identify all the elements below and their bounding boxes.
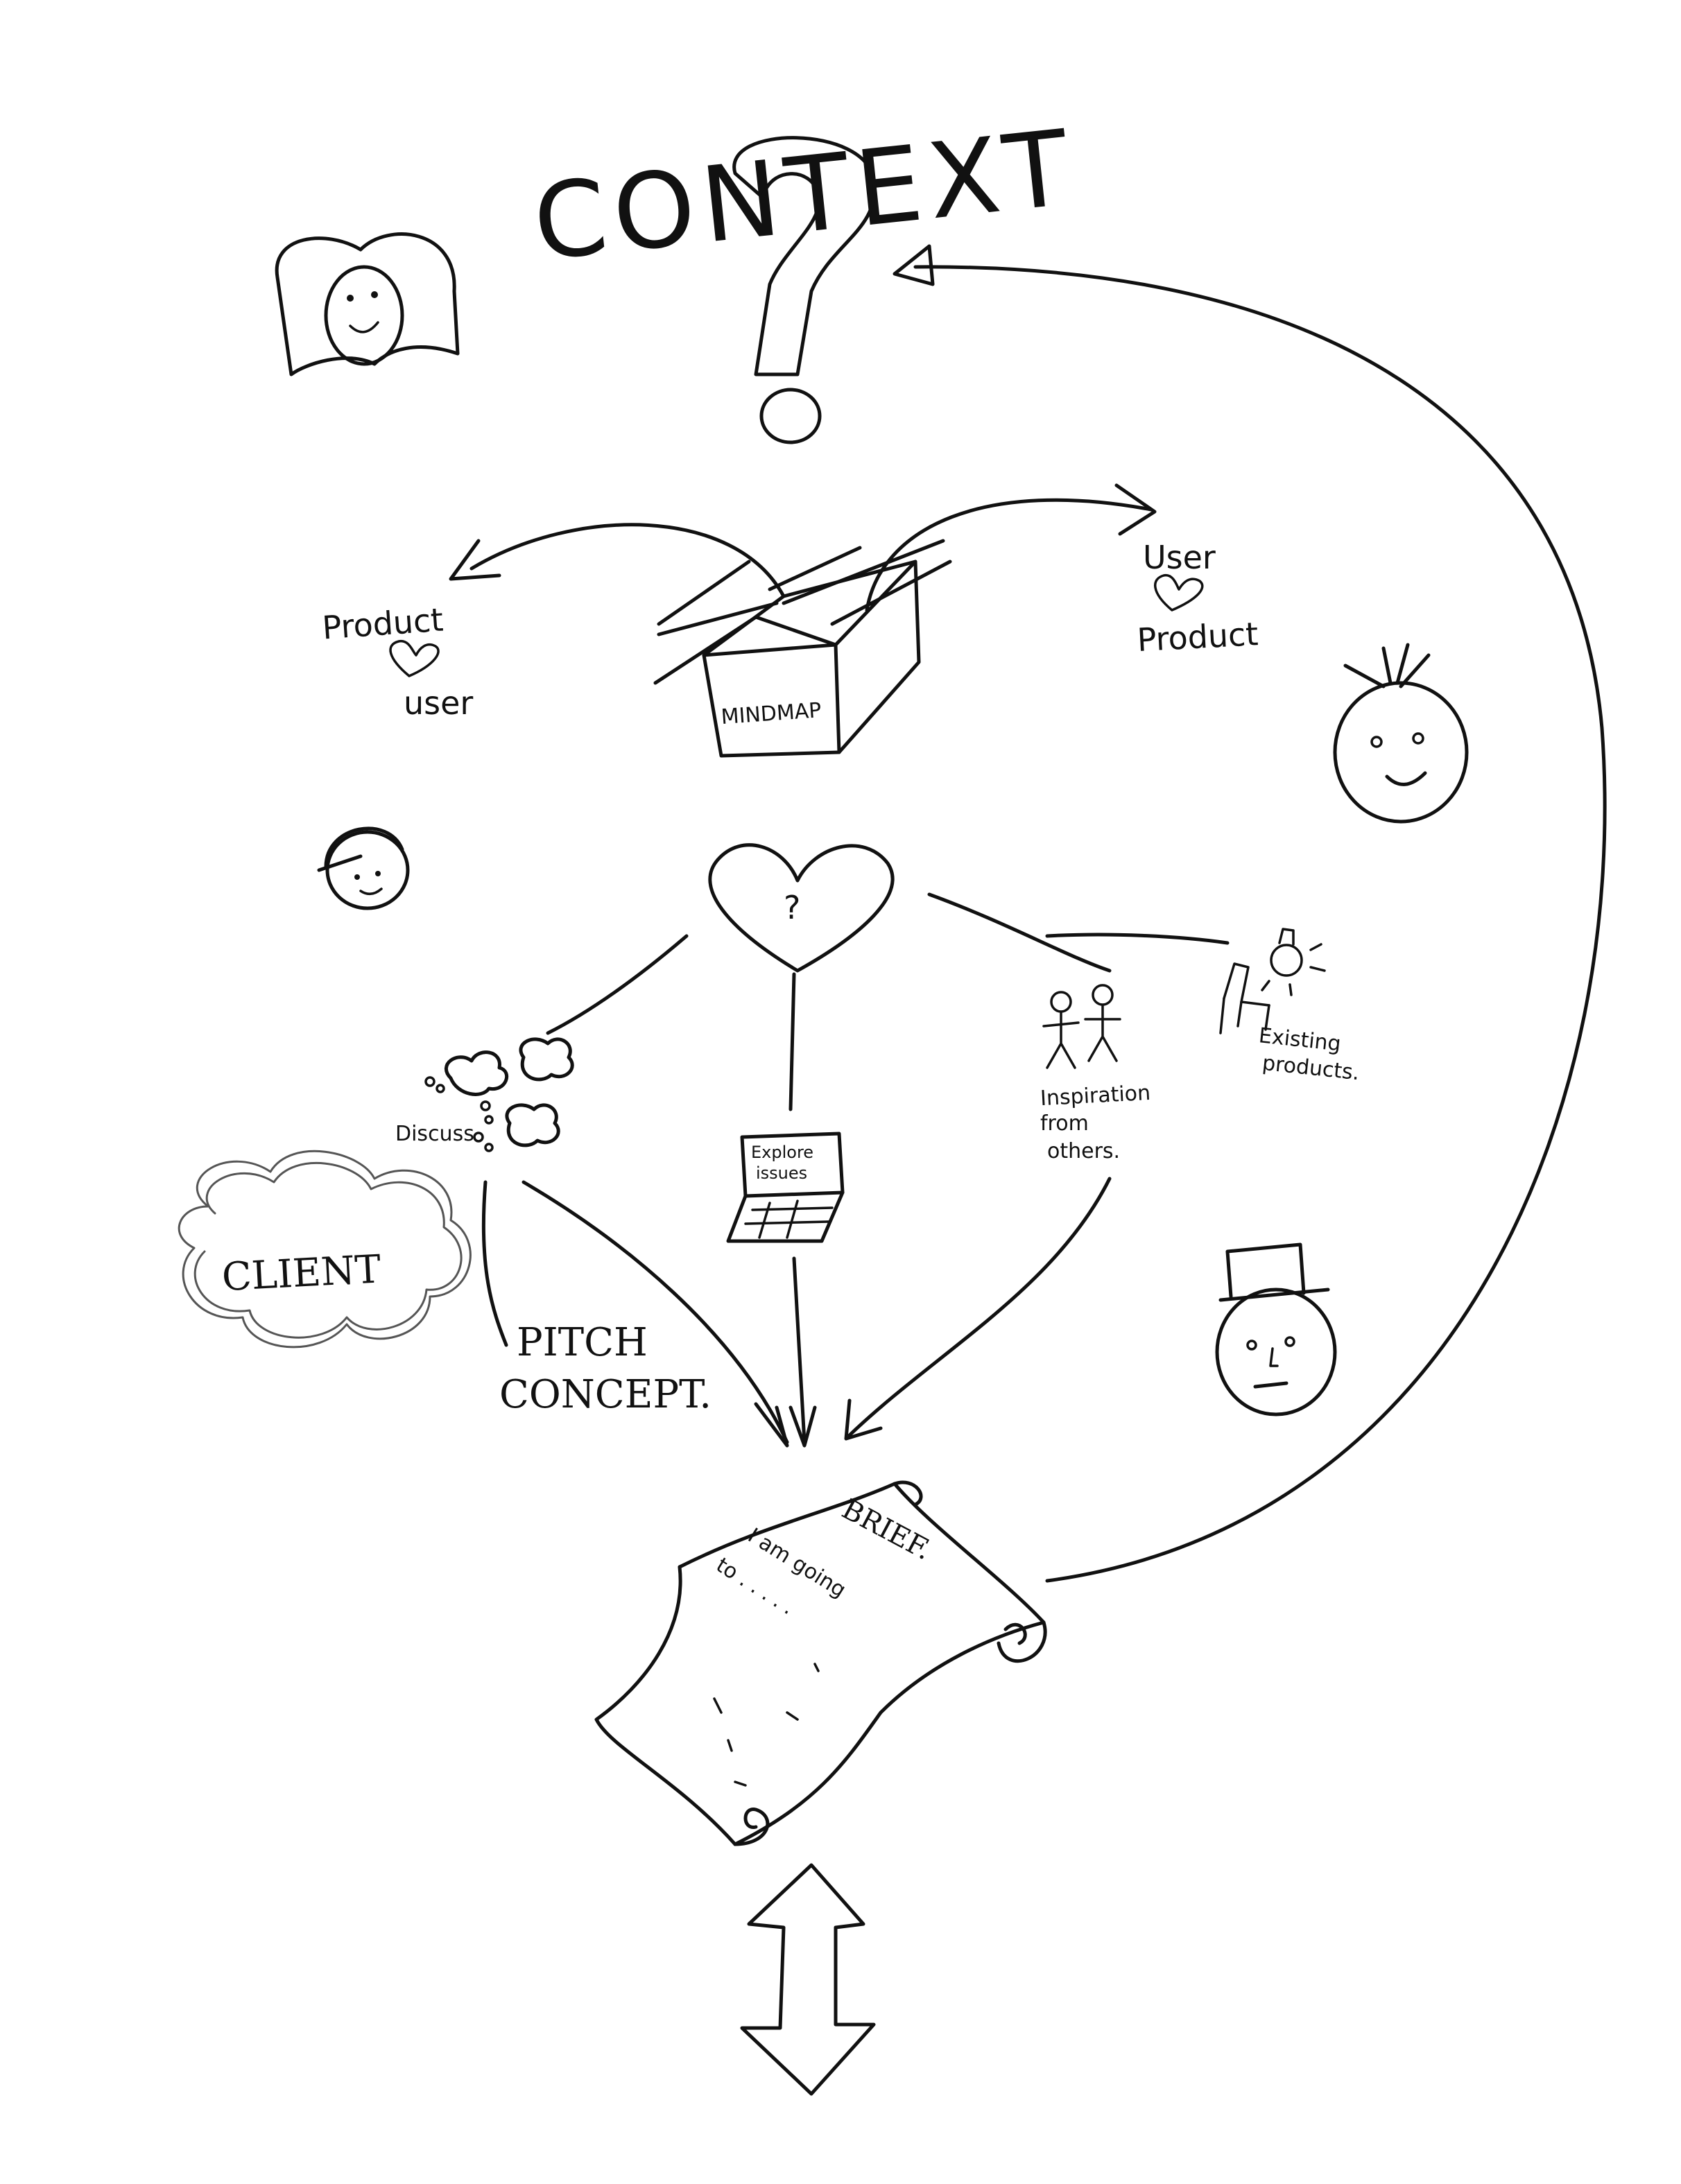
inspiration-label-line3: others.	[1047, 1139, 1120, 1163]
laptop-icon	[726, 1132, 845, 1243]
explore-to-brief-arrow	[792, 1256, 807, 1444]
question-mark-icon	[732, 136, 877, 444]
discuss-arrowhead	[754, 1402, 789, 1448]
branch-line-inspiration	[927, 892, 1112, 973]
pitch-label-line2: CONCEPT.	[499, 1372, 712, 1417]
left-relation-top: Product	[321, 601, 445, 647]
top-hat-face-icon	[1215, 1242, 1337, 1416]
double-arrow-icon	[740, 1863, 876, 2096]
chair-icon	[1219, 962, 1270, 1034]
cap-face-icon	[317, 826, 410, 910]
mindmap-label: MINDMAP	[721, 698, 822, 729]
discuss-bubbles-icon	[424, 1037, 574, 1152]
explore-label-line2: issues	[756, 1163, 807, 1183]
stick-figures-icon	[1042, 984, 1121, 1069]
branch-line-explore	[788, 972, 796, 1111]
explore-arrowhead	[788, 1405, 817, 1448]
client-face-icon	[275, 232, 460, 376]
pitch-arrow	[481, 1180, 508, 1347]
inspiration-to-brief-arrow	[847, 1177, 1112, 1437]
client-label: CLIENT	[221, 1247, 381, 1300]
right-relation-top: User	[1143, 539, 1216, 576]
box-right-arrow	[865, 483, 1157, 612]
right-heart-icon	[1153, 574, 1204, 612]
heart-icon	[708, 843, 895, 973]
client-cloud-icon	[178, 1150, 472, 1349]
lightbulb-icon	[1261, 928, 1326, 996]
discuss-label: Discuss	[395, 1122, 474, 1146]
return-arrow	[893, 244, 1607, 1583]
brief-title: BRIEF.	[836, 1493, 936, 1567]
inspiration-label-line1: Inspiration	[1040, 1081, 1151, 1111]
left-relation-bottom: user	[404, 684, 473, 722]
existing-label-line2: products.	[1261, 1051, 1361, 1086]
branch-line-existing	[1045, 933, 1230, 945]
discuss-to-brief-arrow	[521, 1180, 789, 1444]
right-relation-bottom: Product	[1136, 615, 1259, 659]
spiky-hair-face-icon	[1333, 643, 1469, 824]
box-left-arrow	[449, 523, 786, 598]
inspiration-arrowhead	[844, 1398, 883, 1441]
context-title: CONTEXT	[528, 107, 1081, 284]
mindmap-box-icon	[653, 539, 952, 758]
explore-label-line1: Explore	[751, 1143, 813, 1162]
pitch-label-line1: PITCH	[517, 1320, 648, 1365]
inspiration-label-line2: from	[1040, 1111, 1089, 1136]
scroll-icon	[594, 1480, 1047, 1846]
left-heart-icon	[389, 640, 440, 677]
branch-line-discuss	[546, 934, 689, 1035]
heart-question-mark: ?	[784, 889, 800, 926]
